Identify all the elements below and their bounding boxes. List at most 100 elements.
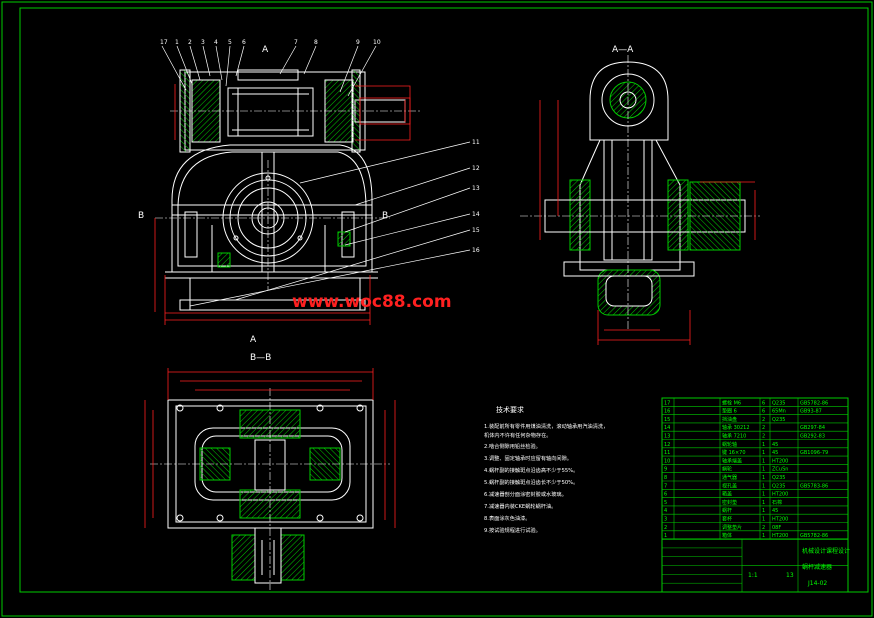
- table-cell: Q235: [772, 400, 785, 406]
- part-label: 8: [314, 39, 318, 46]
- table-cell: 1: [762, 450, 765, 456]
- table-cell: 45: [772, 508, 778, 514]
- table-cell: 15: [664, 417, 670, 423]
- table-cell: 9: [664, 467, 667, 473]
- side-view: [544, 61, 746, 316]
- tech-line: 8.表面涂灰色油漆。: [484, 514, 530, 522]
- title-block-scale: 1:1: [748, 572, 758, 579]
- tech-line: 9.按试验规程进行试验。: [484, 526, 541, 534]
- part-label: 2: [188, 39, 192, 46]
- title-block-sheet: 13: [786, 572, 794, 579]
- table-cell: 1: [762, 508, 765, 514]
- plan-view-title: B—B: [250, 353, 271, 363]
- tech-line: 7.减速器内装CKE蜗轮蜗杆油。: [484, 502, 556, 510]
- part-label: 15: [472, 227, 480, 234]
- part-label: 13: [472, 185, 480, 192]
- table-cell: GB292-83: [800, 434, 825, 440]
- table-cell: 1: [762, 442, 765, 448]
- part-number-labels-right: 11 12 13 14 15 16: [472, 139, 480, 254]
- table-cell: 1: [762, 467, 765, 473]
- table-cell: 套杯: [722, 516, 732, 523]
- tech-requirements: 技术要求 1.装配前所有零件用煤油清洗，滚动轴承用汽油清洗， 机体内不许有任何杂…: [484, 405, 608, 534]
- table-cell: 1: [762, 533, 765, 539]
- table-cell: 8: [664, 475, 667, 481]
- side-view-centerlines: [520, 55, 760, 330]
- table-cell: 石棉: [772, 499, 782, 506]
- title-block-school: 机械设计课程设计: [802, 547, 850, 555]
- table-cell: 蜗轮: [722, 466, 732, 473]
- table-cell: 2: [664, 525, 667, 531]
- plan-view: [167, 399, 374, 584]
- table-cell: 轴承 7210: [722, 433, 746, 440]
- table-cell: 14: [664, 425, 670, 431]
- table-cell: 17: [664, 400, 670, 406]
- table-cell: 轴承 30212: [722, 424, 750, 431]
- table-cell: 1: [762, 483, 765, 489]
- table-cell: 蜗杆: [722, 507, 732, 514]
- title-block-drawing-title: 蜗杆减速器: [802, 563, 832, 571]
- table-cell: 1: [762, 500, 765, 506]
- table-cell: GB5782-86: [800, 533, 828, 539]
- part-label: 10: [373, 39, 381, 46]
- table-cell: 2: [762, 417, 765, 423]
- tech-line: 4.蜗杆副的接触斑点沿齿高不少于55%。: [484, 466, 578, 474]
- table-cell: 5: [664, 500, 667, 506]
- tech-line: 机体内不许有任何杂物存在。: [484, 431, 551, 439]
- table-cell: 挡油盘: [722, 416, 737, 423]
- table-cell: 箱盖: [722, 491, 732, 498]
- tech-line: 5.蜗杆副的接触斑点沿齿长不少于50%。: [484, 478, 578, 486]
- table-cell: 蜗轮轴: [722, 441, 737, 448]
- side-view-dimensions: [539, 100, 756, 345]
- table-cell: 7: [664, 483, 667, 489]
- table-cell: 2: [762, 425, 765, 431]
- table-cell: 45: [772, 450, 778, 456]
- table-cell: 1: [664, 533, 667, 539]
- table-cell: HT200: [772, 458, 788, 464]
- table-cell: 螺栓 M6: [722, 399, 741, 406]
- table-cell: 1: [762, 458, 765, 464]
- table-cell: 6: [664, 492, 667, 498]
- table-cell: 1: [762, 492, 765, 498]
- plan-view-dimensions: [144, 368, 396, 528]
- table-cell: ZCuSn: [772, 467, 788, 473]
- section-mark-A-left: A: [262, 45, 269, 55]
- part-label: 7: [294, 39, 298, 46]
- table-cell: Q235: [772, 417, 785, 423]
- table-cell: 6: [762, 400, 765, 406]
- part-label: 12: [472, 165, 480, 172]
- part-label: 17: [160, 39, 168, 46]
- part-label: 3: [201, 39, 205, 46]
- part-label: 4: [214, 39, 218, 46]
- table-cell: 1: [762, 517, 765, 523]
- table-cell: 12: [664, 442, 670, 448]
- table-cell: GB5782-86: [800, 400, 828, 406]
- section-markers: A A B B: [138, 45, 388, 345]
- table-cell: 1: [762, 475, 765, 481]
- table-cell: 视孔盖: [722, 482, 737, 489]
- part-label: 11: [472, 139, 480, 146]
- table-cell: 11: [664, 450, 670, 456]
- table-cell: 4: [664, 508, 667, 514]
- plan-view-centerlines: [150, 388, 390, 590]
- table-cell: 65Mn: [772, 409, 786, 415]
- front-view-centerlines: [155, 110, 420, 290]
- front-view-dimensions: [154, 84, 411, 325]
- front-view-leaders: [161, 45, 471, 307]
- table-cell: 6: [762, 409, 765, 415]
- table-cell: 垫圈 6: [722, 408, 737, 415]
- table-cell: 通气器: [722, 474, 737, 481]
- part-label: 9: [356, 39, 360, 46]
- table-cell: 16: [664, 409, 670, 415]
- part-number-labels-top: 17 1 2 3 4 5 6 7 8 9 10: [160, 39, 381, 46]
- table-cell: 13: [664, 434, 670, 440]
- table-cell: HT200: [772, 492, 788, 498]
- table-cell: 3: [664, 517, 667, 523]
- table-cell: 08F: [772, 525, 781, 531]
- table-cell: GB5783-86: [800, 483, 828, 489]
- part-label: 5: [228, 39, 232, 46]
- part-label: 1: [175, 39, 179, 46]
- table-cell: 2: [762, 525, 765, 531]
- section-mark-B-left: B: [138, 211, 144, 221]
